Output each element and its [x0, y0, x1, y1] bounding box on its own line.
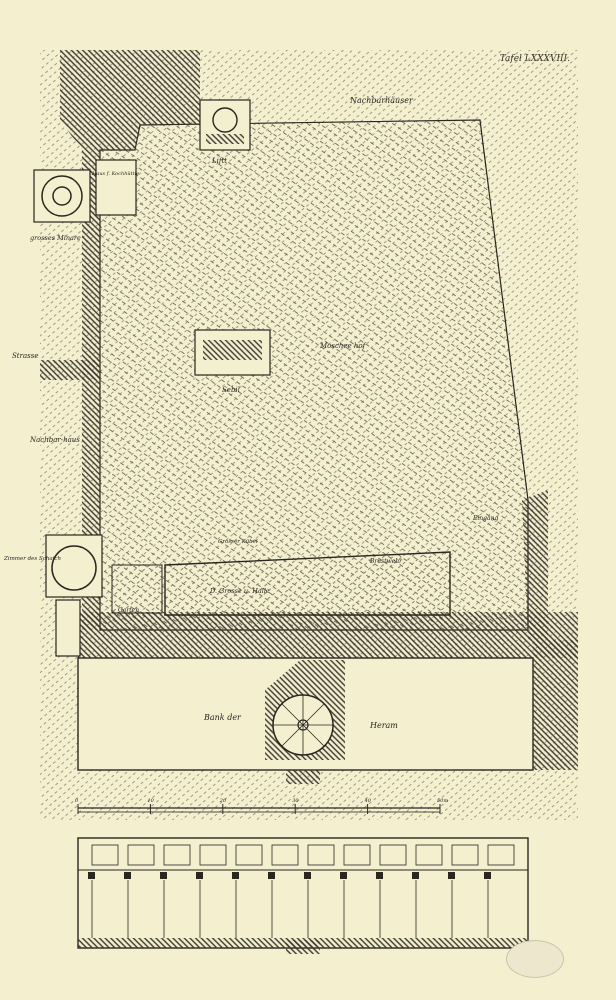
elevation-pier	[160, 872, 167, 879]
elevation-window	[91, 844, 119, 866]
scale-ticks: 0 10 20 30 40 50m	[75, 798, 448, 814]
east-wall	[522, 490, 548, 640]
west-wall	[82, 150, 100, 630]
elevation-window	[343, 844, 371, 866]
elevation-pier	[448, 872, 455, 879]
elevation-pier	[196, 872, 203, 879]
label-bank: Bank der	[203, 713, 242, 722]
label-liftt: Liftt	[211, 157, 227, 165]
scale-tick-label: 40	[364, 798, 372, 804]
label-sebil: Sebil	[222, 386, 240, 394]
sheikh-room-round	[51, 545, 97, 591]
haram-right-wall	[533, 640, 578, 770]
elevation-window	[379, 844, 407, 866]
library-stamp	[506, 940, 564, 978]
label-garten: Garten	[118, 607, 139, 614]
elevation-pier	[124, 872, 131, 879]
scale-tick-label: 20	[219, 798, 227, 804]
elevation-pier	[412, 872, 419, 879]
label-moschee-hof: Moschee hof	[319, 342, 367, 350]
sebil-inner	[203, 340, 262, 360]
elevation-window	[307, 844, 335, 866]
label-grosser-kuebel: Grosser Kübel	[218, 539, 258, 545]
elevation-pier	[304, 872, 311, 879]
minaret-ring	[41, 175, 83, 217]
elevation-top-band	[77, 837, 529, 871]
elevation-window	[415, 844, 443, 866]
elevation-window	[163, 844, 191, 866]
minaret-core	[52, 186, 72, 206]
label-heram: Heram	[369, 721, 398, 730]
plate-number: Tafel LXXXVIII.	[499, 54, 570, 64]
elevation-pier	[376, 872, 383, 879]
scale-tick-label: 0	[75, 798, 79, 804]
elevation-window	[271, 844, 299, 866]
minaret-base	[33, 169, 91, 223]
elevation-pier	[88, 872, 95, 879]
elevation-window	[127, 844, 155, 866]
elevation-window	[235, 844, 263, 866]
label-haus-kochhuette: Haus f. Kochhüttle	[91, 171, 139, 177]
elevation-bays	[88, 844, 515, 938]
scale-tick-label: 10	[147, 798, 154, 804]
elevation-window	[451, 844, 479, 866]
lift-base	[206, 134, 244, 144]
label-grosses-minare: grosses Minare	[30, 234, 81, 242]
spiral-steps	[273, 695, 333, 755]
label-eingang: Eingang	[472, 515, 498, 522]
courtyard	[99, 119, 529, 631]
south-wall-band	[78, 612, 578, 658]
street-wall	[40, 360, 100, 380]
label-strasse: Strasse	[12, 352, 38, 360]
scale-tick-label: 30	[292, 798, 299, 804]
elevation-pier	[340, 872, 347, 879]
elevation-pier	[232, 872, 239, 879]
elevation-pier	[268, 872, 275, 879]
garden-plot	[111, 564, 163, 614]
elevation-window	[199, 844, 227, 866]
elevation-outer	[77, 837, 529, 949]
elevation-pier	[484, 872, 491, 879]
elevation-portal	[286, 940, 320, 954]
kitchen-hut	[95, 159, 137, 216]
label-zimmer-schaich: Zimmer des Schaich	[3, 556, 61, 562]
label-nachbarhaeuser: Nachbarhäuser	[349, 96, 414, 105]
stair-foot	[286, 770, 320, 784]
garden-room	[55, 599, 81, 657]
great-hall	[164, 551, 451, 616]
lift-wheel	[212, 107, 238, 133]
scale-tick-label: 50m	[437, 798, 448, 804]
elevation-window	[487, 844, 515, 866]
sheikh-room	[45, 534, 103, 598]
label-nachbarhaus: Nachbar-haus	[29, 436, 80, 444]
label-brustwehr: Brustwehr	[369, 558, 403, 565]
label-grosse-halle: D. Grosse u. Halle	[209, 587, 270, 595]
northwest-block	[60, 50, 200, 150]
